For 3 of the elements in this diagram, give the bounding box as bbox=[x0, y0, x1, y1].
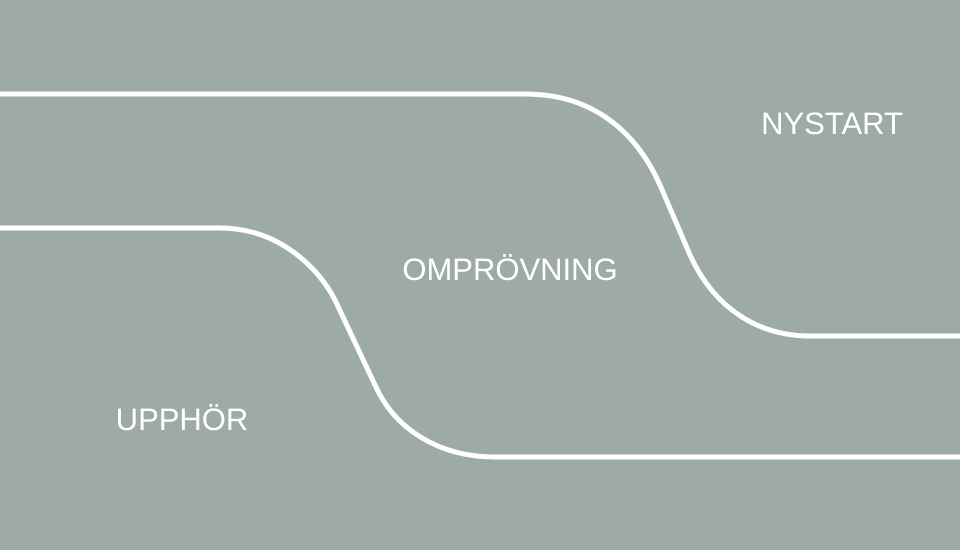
stage-label: OMPRÖVNING bbox=[402, 252, 618, 288]
stage-label: NYSTART bbox=[761, 106, 903, 142]
stage-label: UPPHÖR bbox=[116, 402, 248, 438]
